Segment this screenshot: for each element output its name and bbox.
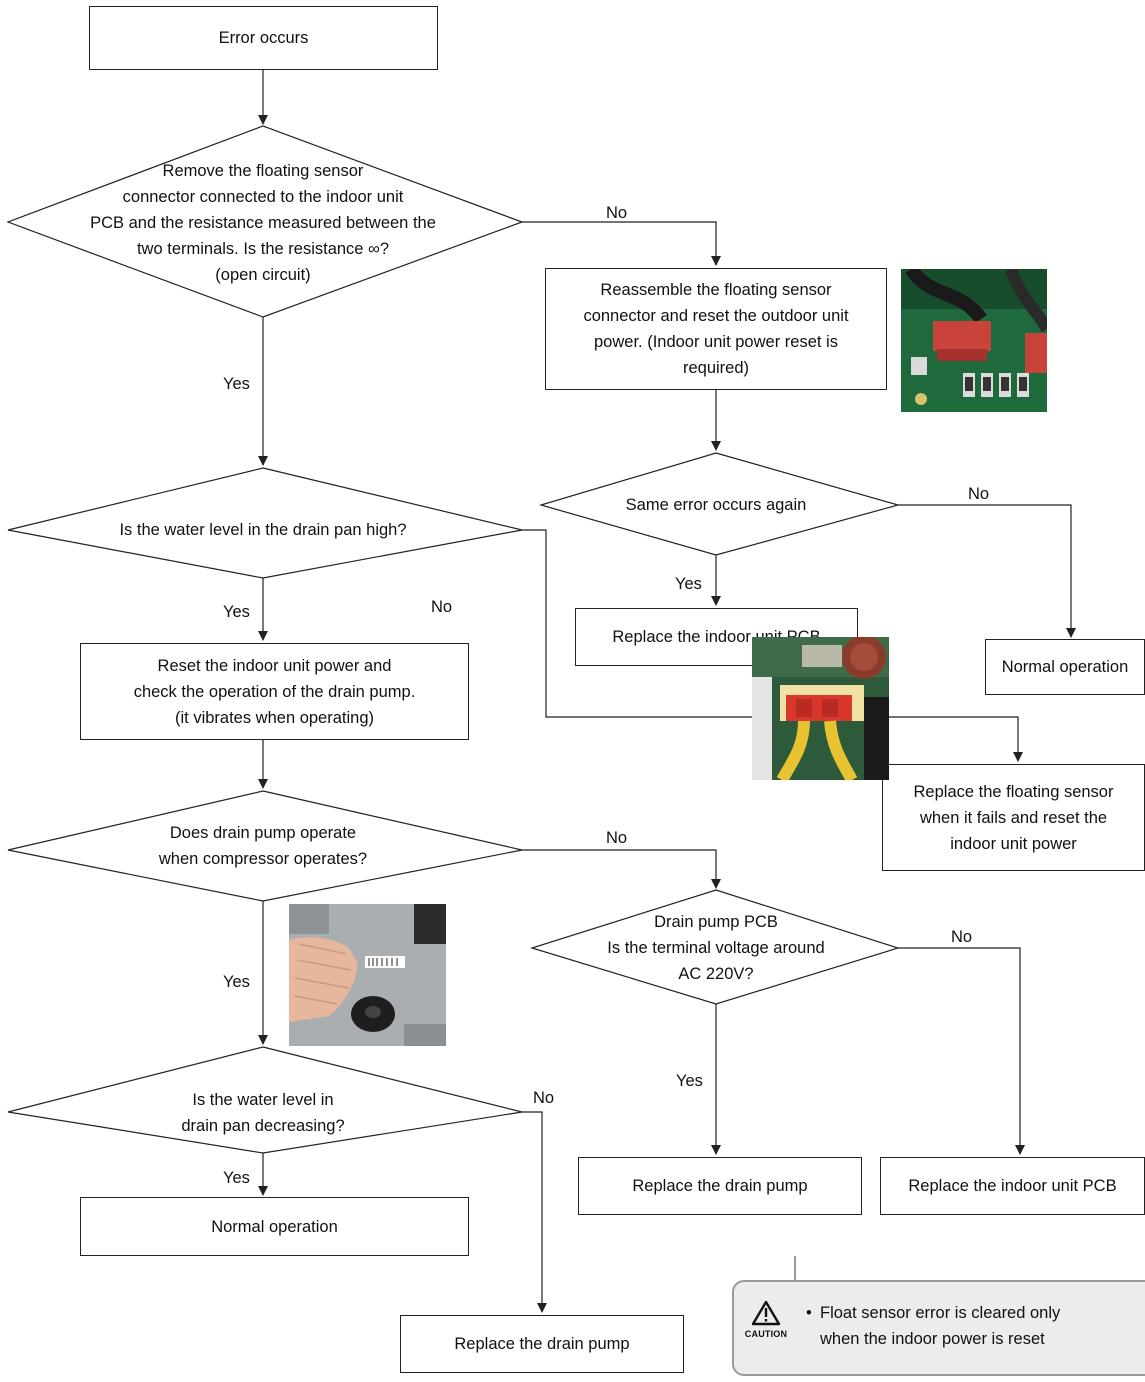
label-yes-water-decreasing: Yes bbox=[223, 1169, 250, 1187]
photo-hand-on-drain-pump bbox=[289, 904, 446, 1046]
caution-text: Float sensor error is cleared only when … bbox=[820, 1304, 1061, 1348]
photo-floating-sensor-connector bbox=[901, 269, 1047, 412]
box-normal-operation-2: Normal operation bbox=[80, 1197, 469, 1256]
decision-same-error-diamond bbox=[538, 452, 901, 556]
decision-resistance-diamond bbox=[6, 125, 524, 318]
decision-water-decreasing-diamond bbox=[7, 1046, 523, 1154]
label-yes-pump-operate: Yes bbox=[223, 973, 250, 991]
arrow-q6-no bbox=[522, 1111, 547, 1313]
caution-label: CAUTION bbox=[744, 1329, 788, 1339]
decision-resistance-text: Remove the floating sensor connector con… bbox=[90, 161, 436, 284]
box-replace-indoor-pcb-2: Replace the indoor unit PCB bbox=[880, 1157, 1145, 1215]
decision-pump-operate-diamond bbox=[7, 790, 523, 902]
box-reset-check-pump: Reset the indoor unit power and check th… bbox=[80, 643, 469, 740]
label-no-water-decreasing: No bbox=[533, 1089, 555, 1107]
start-box-error-occurs: Error occurs bbox=[89, 6, 438, 70]
box-replace-drain-pump-1: Replace the drain pump bbox=[578, 1157, 862, 1215]
arrow-q4-no bbox=[522, 849, 721, 889]
caution-triangle-icon: CAUTION bbox=[742, 1300, 790, 1339]
box-replace-floating-sensor: Replace the floating sensor when it fail… bbox=[882, 764, 1145, 871]
label-no-pump-operate: No bbox=[606, 829, 628, 847]
label-no-voltage: No bbox=[951, 928, 973, 946]
photo-drain-pump-pcb-terminal bbox=[752, 637, 889, 780]
decision-same-error-text: Same error occurs again bbox=[625, 496, 807, 514]
decision-voltage-diamond bbox=[529, 889, 901, 1005]
decision-pump-operate-text: Does drain pump operate when compressor … bbox=[158, 824, 368, 868]
label-no-resistance: No bbox=[606, 204, 628, 222]
caution-note: CAUTION • Float sensor error is cleared … bbox=[732, 1256, 1145, 1376]
arrow-q2-no bbox=[898, 504, 1076, 638]
caution-note-tab bbox=[794, 1256, 796, 1282]
label-yes-voltage: Yes bbox=[676, 1072, 703, 1090]
arrow-q1-no bbox=[522, 221, 721, 266]
decision-water-high-diamond bbox=[7, 467, 523, 579]
label-yes-water-high: Yes bbox=[223, 603, 250, 621]
box-normal-operation-1: Normal operation bbox=[985, 639, 1145, 695]
label-no-water-high: No bbox=[431, 598, 453, 616]
box-reassemble-connector: Reassemble the floating sensor connector… bbox=[545, 268, 887, 390]
decision-water-high-text: Is the water level in the drain pan high… bbox=[119, 521, 407, 539]
decision-water-decreasing-text: Is the water level in drain pan decreasi… bbox=[181, 1091, 345, 1135]
label-yes-resistance: Yes bbox=[223, 375, 250, 393]
decision-voltage-text: Drain pump PCB Is the terminal voltage a… bbox=[607, 913, 825, 983]
box-replace-drain-pump-2: Replace the drain pump bbox=[400, 1315, 684, 1373]
arrow-q5-no bbox=[898, 947, 1025, 1155]
arrow-q3-no bbox=[522, 529, 1023, 762]
caution-bullet: • bbox=[806, 1304, 812, 1322]
label-no-same-error: No bbox=[968, 485, 990, 503]
label-yes-same-error: Yes bbox=[675, 575, 702, 593]
